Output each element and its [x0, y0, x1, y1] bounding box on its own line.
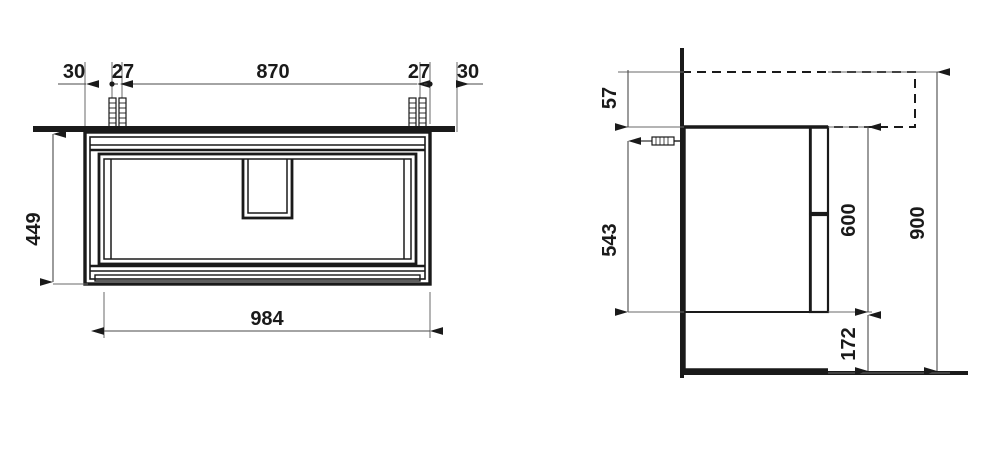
- cabinet-body-profile: [682, 125, 828, 372]
- cabinet-inner-frame: [97, 152, 418, 266]
- front-extension-lines: [84, 62, 458, 132]
- wall-anchor-pair-left: [108, 97, 127, 131]
- drawer-front-panels: [808, 125, 830, 314]
- side-dim-900: 900: [907, 68, 950, 375]
- front-elevation-group: 30 27 870 27 30: [23, 61, 483, 338]
- dim-label-870: 870: [256, 61, 289, 83]
- dim-label-900: 900: [907, 206, 929, 239]
- horizontal-wall-anchor: [638, 136, 682, 146]
- side-dim-600: 600: [838, 123, 881, 316]
- side-dim-57: 57: [599, 70, 629, 131]
- countertop-slab: [33, 126, 455, 132]
- side-dim-543: 543: [599, 137, 684, 316]
- cabinet-outer-frame: [83, 130, 432, 286]
- dim-label-30-right: 30: [457, 61, 479, 83]
- dim-label-543: 543: [599, 223, 621, 256]
- dim-label-27-right: 27: [408, 61, 430, 83]
- basin-dashed-outline: [682, 71, 916, 128]
- dim-label-984: 984: [250, 308, 284, 330]
- wall-anchor-icon: [108, 97, 117, 131]
- front-width-dimension: 984: [91, 292, 443, 338]
- dim-label-57: 57: [599, 87, 621, 109]
- dim-label-449: 449: [23, 212, 45, 245]
- dim-label-27-left: 27: [112, 61, 134, 83]
- dim-label-172: 172: [838, 327, 860, 360]
- dim-label-30-left: 30: [63, 61, 85, 83]
- side-dim-172: 172: [838, 311, 881, 375]
- center-handle-notch: [241, 159, 294, 220]
- wall-anchor-icon: [418, 97, 427, 131]
- side-extension-lines: [618, 71, 950, 374]
- front-top-dimension-chain: 30 27 870 27 30: [58, 61, 483, 88]
- wall-anchor-icon: [408, 97, 417, 131]
- front-height-dimension: 449: [23, 130, 88, 286]
- cabinet-top-reveal: [90, 144, 425, 152]
- wall-anchor-pair-right: [408, 97, 427, 131]
- cabinet-bottom-band: [90, 264, 425, 282]
- side-section-group: 57 543 600 172 900: [599, 48, 968, 378]
- wall-anchor-icon: [118, 97, 127, 131]
- dim-label-600: 600: [838, 203, 860, 236]
